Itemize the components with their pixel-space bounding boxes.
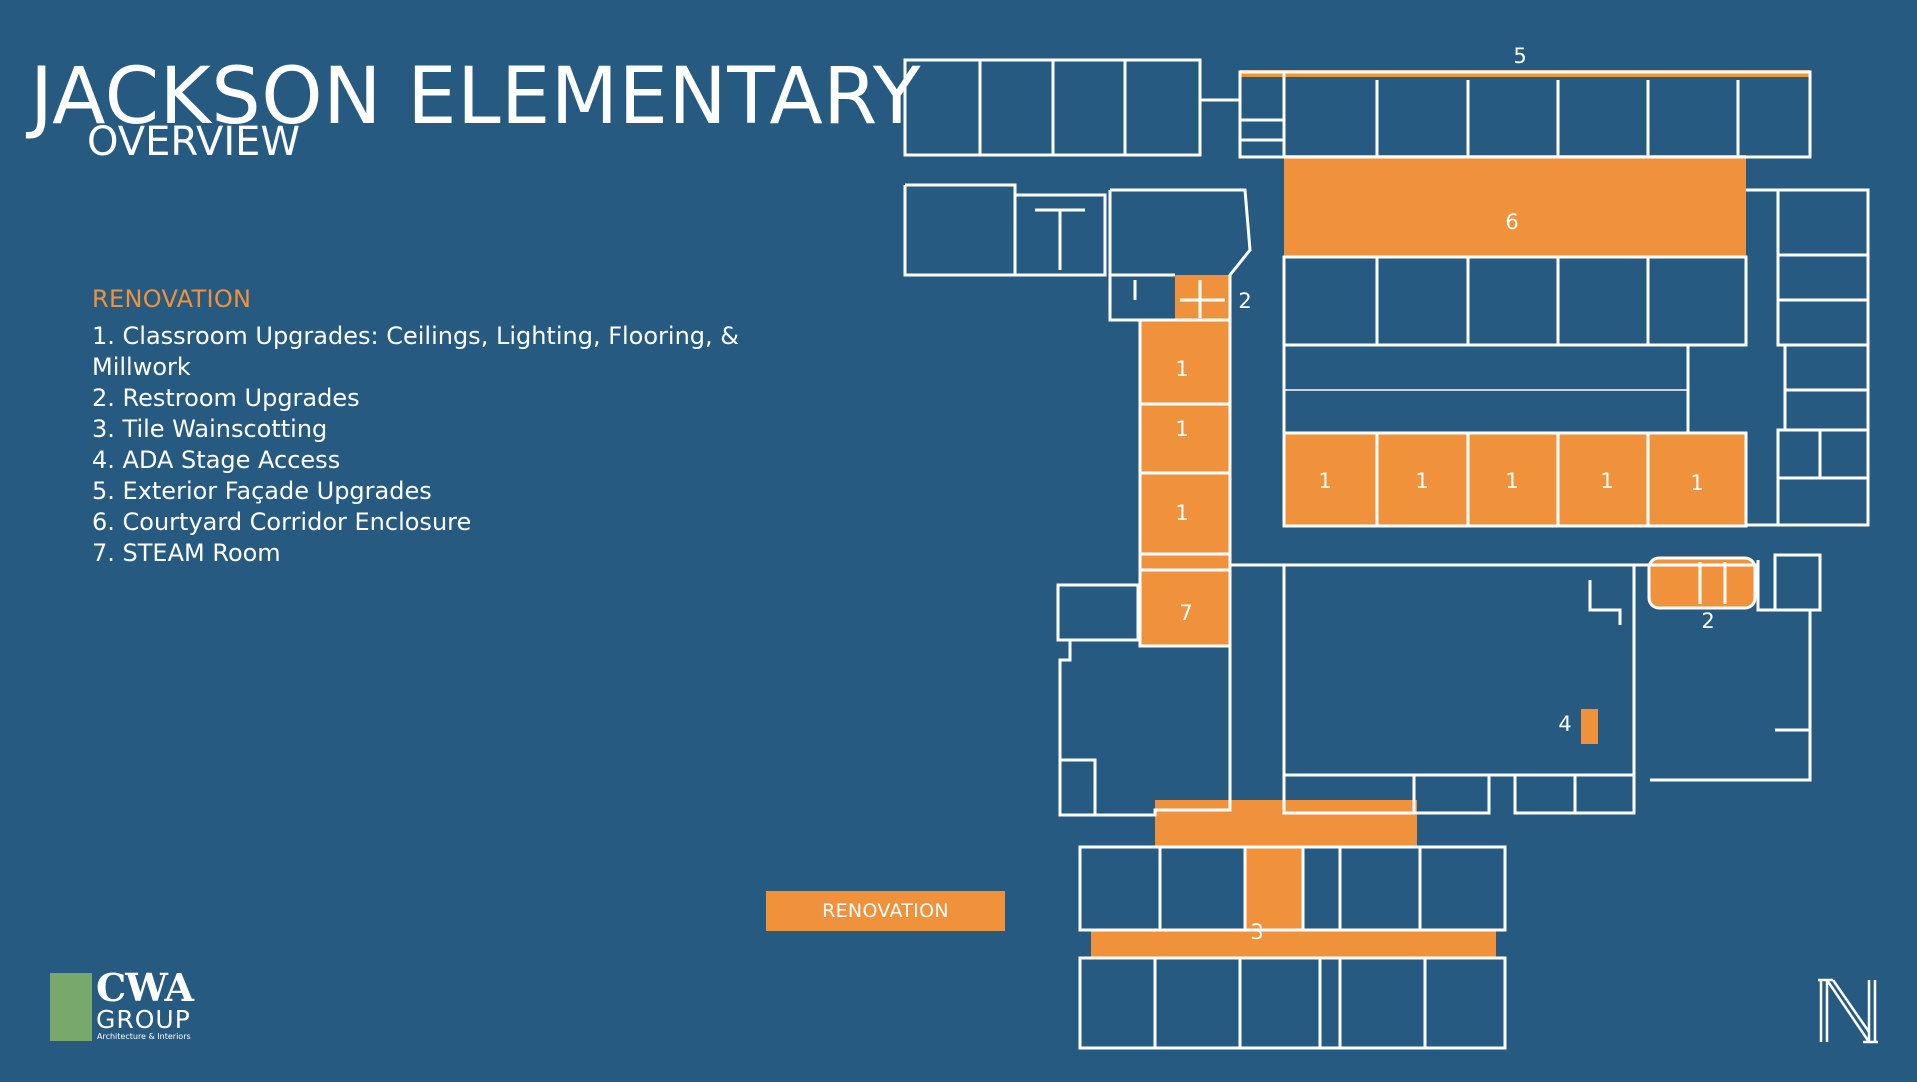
logo-cwa-text: CWA xyxy=(96,965,194,1010)
renovation-zones xyxy=(1091,70,1810,958)
page-subtitle: OVERVIEW xyxy=(87,119,301,165)
logo-green-block xyxy=(50,973,92,1041)
label-classroom-south-5: 1 xyxy=(1690,471,1703,495)
logo-tagline: Architecture & Interiors xyxy=(97,1032,191,1041)
logo-group-text: GROUP xyxy=(96,1005,191,1034)
label-restroom-west: 2 xyxy=(1238,289,1251,313)
zone-classroom-west-3 xyxy=(1140,473,1230,554)
zone-classrooms-south xyxy=(1284,433,1746,526)
label-classroom-south-3: 1 xyxy=(1505,469,1518,493)
legend-item: 5. Exterior Façade Upgrades xyxy=(92,477,432,505)
legend-item: 4. ADA Stage Access xyxy=(92,446,341,474)
label-classroom-west-3: 1 xyxy=(1175,501,1188,525)
legend-item: 1. Classroom Upgrades: Ceilings, Lightin… xyxy=(92,322,740,381)
label-classroom-west-1: 1 xyxy=(1175,357,1188,381)
renovation-key-swatch: RENOVATION xyxy=(766,891,1005,931)
legend-item: 2. Restroom Upgrades xyxy=(92,384,360,412)
label-classroom-west-2: 1 xyxy=(1175,417,1188,441)
walls xyxy=(903,58,1870,1050)
legend-list: 1. Classroom Upgrades: Ceilings, Lightin… xyxy=(92,321,752,569)
legend-item: 6. Courtyard Corridor Enclosure xyxy=(92,508,472,536)
legend-item: 3. Tile Wainscotting xyxy=(92,415,328,443)
label-classroom-south-4: 1 xyxy=(1600,469,1613,493)
zone-classroom-west-1 xyxy=(1140,320,1230,404)
label-classroom-south-1: 1 xyxy=(1318,469,1331,493)
label-steam-room: 7 xyxy=(1179,601,1192,625)
cwa-group-logo: CWA GROUP Architecture & Interiors xyxy=(50,965,210,1043)
label-classroom-south-2: 1 xyxy=(1415,469,1428,493)
zone-restroom-east xyxy=(1649,558,1755,608)
zone-wainscotting xyxy=(1091,930,1496,958)
label-stage-access: 4 xyxy=(1558,712,1571,736)
zone-corridor-enclosure xyxy=(1284,155,1746,257)
label-restroom-east: 2 xyxy=(1701,609,1714,633)
label-wainscotting: 3 xyxy=(1250,920,1263,944)
label-corridor-enclosure: 6 xyxy=(1505,210,1518,234)
zone-steam-room xyxy=(1140,554,1230,646)
zone-restroom-west xyxy=(1175,275,1229,320)
zone-classroom-west-2 xyxy=(1140,404,1230,473)
page-title: JACKSON ELEMENTARY xyxy=(30,52,922,142)
n-monogram-logo xyxy=(1818,978,1878,1044)
renovation-legend: RENOVATION 1. Classroom Upgrades: Ceilin… xyxy=(92,285,752,569)
zone-corridor-spine xyxy=(1245,800,1303,950)
legend-item: 7. STEAM Room xyxy=(92,539,281,567)
zone-stage-access xyxy=(1581,709,1598,744)
label-exterior-facade: 5 xyxy=(1513,44,1526,68)
legend-heading: RENOVATION xyxy=(92,285,252,313)
